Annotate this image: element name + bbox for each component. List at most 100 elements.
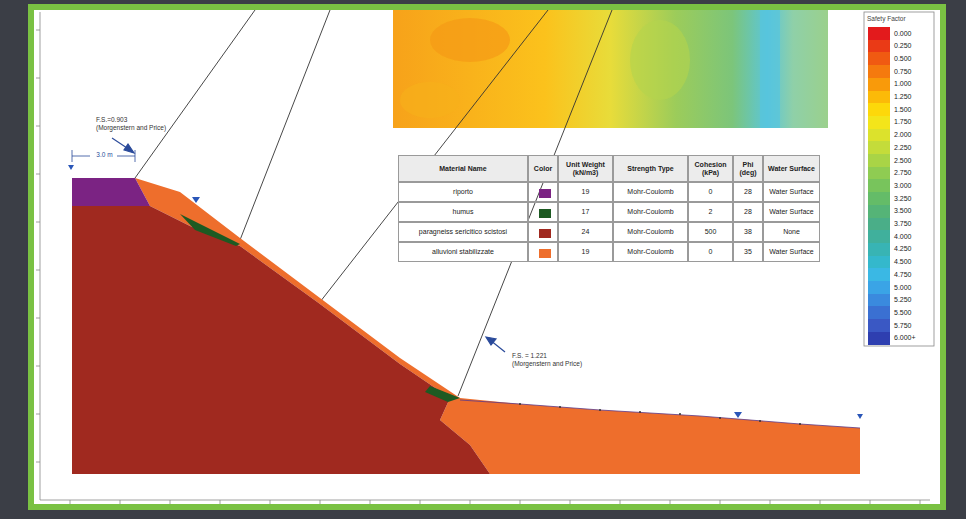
cell-text: Water Surface (769, 208, 813, 216)
legend-value: 2.750 (894, 169, 912, 177)
cell-text: paragneiss sericitico scistosi (419, 228, 507, 236)
table-cell: None (763, 222, 820, 242)
fill-layer (72, 178, 150, 206)
header-text: Unit Weight (kN/m3) (560, 161, 611, 176)
table-cell (528, 202, 558, 222)
legend-swatch (868, 230, 890, 243)
cell-text: 19 (582, 188, 590, 196)
legend-swatch (868, 306, 890, 319)
legend-swatch (868, 65, 890, 78)
legend-value: 0.500 (894, 55, 912, 63)
cell-text: Mohr-Coulomb (627, 248, 673, 256)
legend-box (864, 12, 934, 346)
legend-value: 3.250 (894, 195, 912, 203)
legend-swatch (868, 103, 890, 116)
table-cell: Water Surface (763, 242, 820, 262)
table-cell: Mohr-Coulomb (613, 202, 688, 222)
cell-text: 0 (709, 188, 713, 196)
table-cell (528, 222, 558, 242)
dimension-label: 3.0 m (95, 151, 113, 158)
cell-text: None (783, 228, 800, 236)
cell-text: riporto (453, 188, 473, 196)
legend-swatch (868, 91, 890, 104)
legend-swatch (868, 192, 890, 205)
table-header: Color (528, 155, 558, 182)
legend-swatch (868, 294, 890, 307)
table-cell: riporto (398, 182, 528, 202)
legend-value: 1.000 (894, 80, 912, 88)
legend-swatch (868, 141, 890, 154)
header-text: Strength Type (627, 165, 674, 173)
dimension-line (72, 150, 135, 162)
legend-value: 5.500 (894, 309, 912, 317)
header-text: Phi (deg) (735, 161, 761, 176)
cell-text: Water Surface (769, 248, 813, 256)
legend-title: Safety Factor (867, 15, 906, 22)
cell-text: Water Surface (769, 188, 813, 196)
legend-value: 4.250 (894, 245, 912, 253)
cell-text: humus (452, 208, 473, 216)
legend-value: 0.000 (894, 30, 912, 38)
legend-value: 5.000 (894, 284, 912, 292)
legend-value: 3.000 (894, 182, 912, 190)
legend-value: 1.500 (894, 106, 912, 114)
legend-swatch (868, 179, 890, 192)
cell-text: Mohr-Coulomb (627, 208, 673, 216)
legend-value: 2.000 (894, 131, 912, 139)
table-cell (528, 182, 558, 202)
table-cell: 17 (558, 202, 613, 222)
surface-nodes (519, 403, 801, 425)
table-cell: humus (398, 202, 528, 222)
fs-note: (Morgenstern and Price) (512, 360, 582, 367)
legend-value: 4.750 (894, 271, 912, 279)
legend-value: 1.750 (894, 118, 912, 126)
cell-text: 500 (705, 228, 717, 236)
legend-swatch (868, 319, 890, 332)
table-cell: 24 (558, 222, 613, 242)
legend-value: 1.250 (894, 93, 912, 101)
legend-value: 0.750 (894, 68, 912, 76)
table-cell: 2 (688, 202, 733, 222)
table-cell: 19 (558, 242, 613, 262)
legend-swatch (868, 27, 890, 40)
cell-text: Mohr-Coulomb (627, 228, 673, 236)
legend-swatch (868, 243, 890, 256)
header-text: Material Name (439, 165, 486, 173)
humus-lens (180, 214, 240, 246)
header-text: Cohesion (kPa) (690, 161, 731, 176)
legend-value: 2.250 (894, 144, 912, 152)
header-text: Color (534, 165, 552, 173)
legend-swatch (868, 167, 890, 180)
table-header: Water Surface (763, 155, 820, 182)
table-cell: 38 (733, 222, 763, 242)
cell-text: 35 (744, 248, 752, 256)
legend-swatch (868, 218, 890, 231)
legend-swatch (868, 332, 890, 345)
cell-text: alluvioni stabilizzate (432, 248, 494, 256)
table-cell: 19 (558, 182, 613, 202)
safety-grid (393, 10, 828, 128)
table-cell: Water Surface (763, 202, 820, 222)
humus-lens (425, 386, 460, 402)
color-swatch (539, 189, 551, 258)
legend-value: 5.250 (894, 296, 912, 304)
table-cell: Mohr-Coulomb (613, 242, 688, 262)
legend-value: 3.750 (894, 220, 912, 228)
cell-text: 17 (582, 208, 590, 216)
cell-text: 0 (709, 248, 713, 256)
legend-swatch (868, 52, 890, 65)
cell-text: 19 (582, 248, 590, 256)
legend-swatch (868, 116, 890, 129)
table-cell: paragneiss sericitico scistosi (398, 222, 528, 242)
legend-swatch (868, 281, 890, 294)
cell-text: 24 (582, 228, 590, 236)
cell-text: 28 (744, 208, 752, 216)
table-cell: 35 (733, 242, 763, 262)
cell-text: Mohr-Coulomb (627, 188, 673, 196)
table-header: Cohesion (kPa) (688, 155, 733, 182)
legend-swatch (868, 205, 890, 218)
cell-text: 28 (744, 188, 752, 196)
legend-value: 6.000+ (894, 334, 916, 342)
cell-text: 2 (709, 208, 713, 216)
header-text: Water Surface (768, 165, 815, 173)
